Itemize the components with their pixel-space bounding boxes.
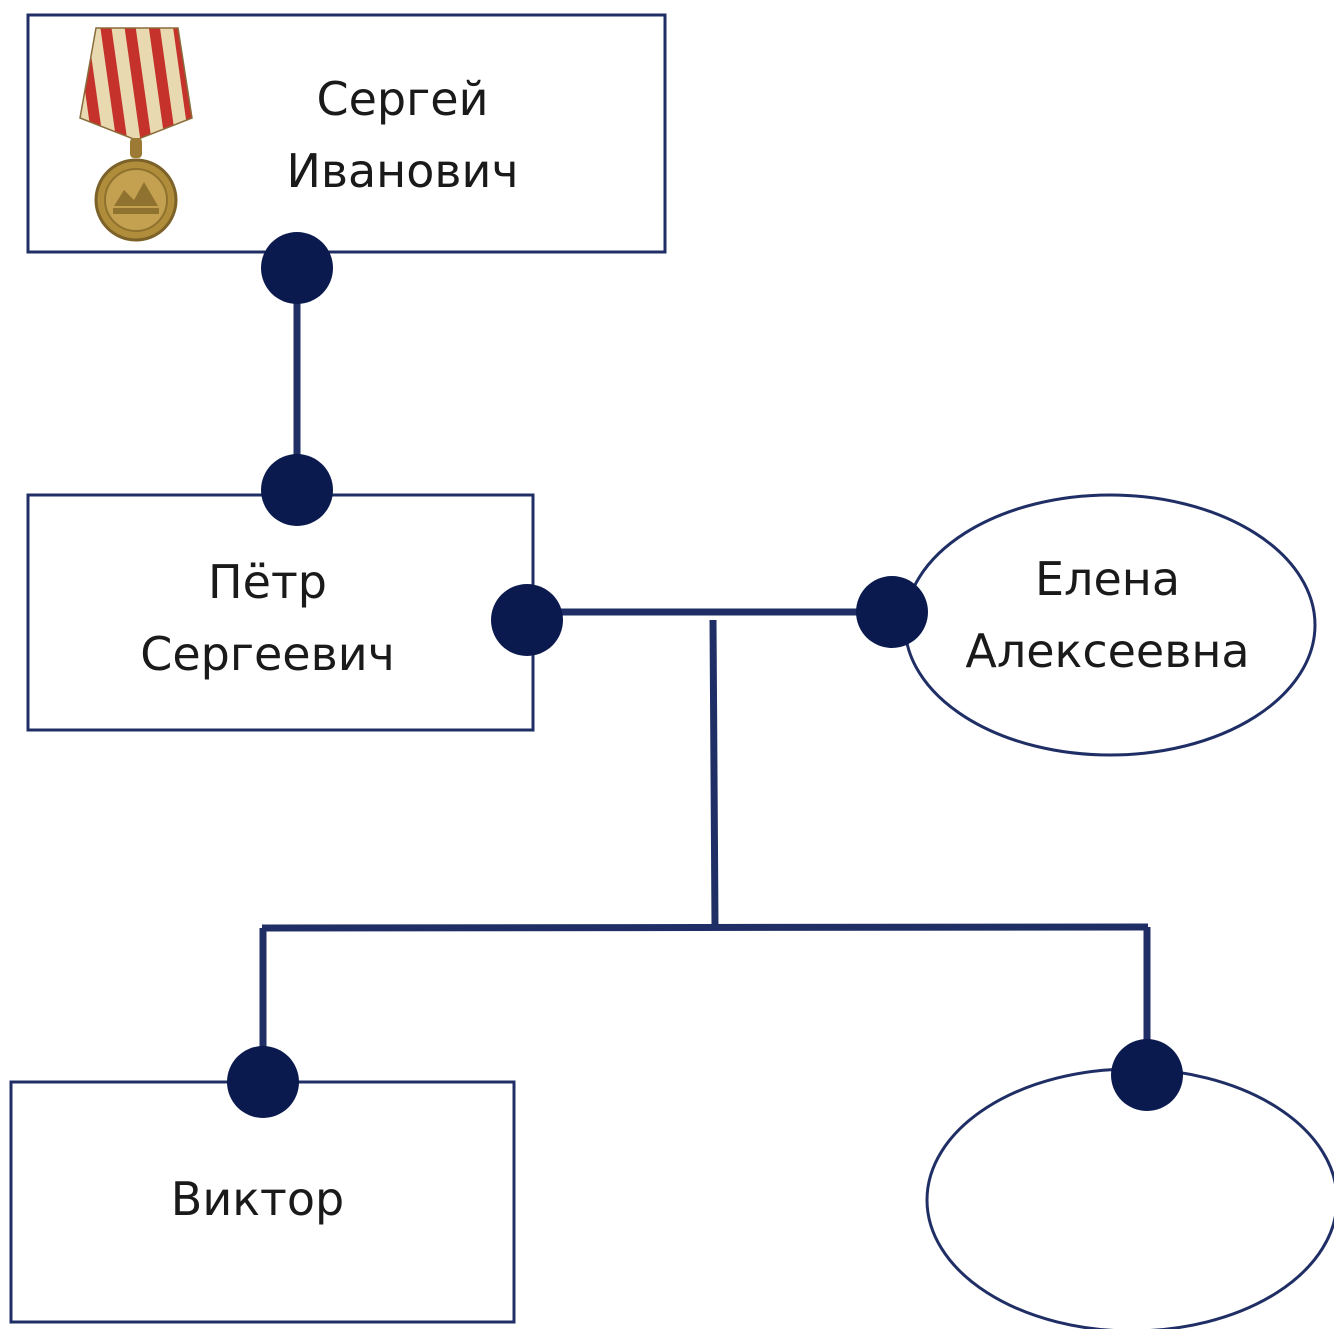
father-name: Пётр Сергеевич: [140, 555, 395, 681]
line-marriage-to-children: [709, 619, 719, 926]
grandfather-box: [26, 13, 667, 254]
dot-unknown-child-top: [1111, 1039, 1183, 1111]
connector-dots: [227, 232, 1183, 1118]
war-medal-icon: [79, 27, 193, 242]
dot-father-top: [261, 454, 333, 526]
dot-father-right: [491, 584, 563, 656]
dot-grandfather-bottom: [261, 232, 333, 304]
connector-lines: [259, 268, 1151, 1083]
grandfather-name: Сергей Иванович: [286, 72, 519, 198]
mother-name: Елена Алексеевна: [965, 552, 1250, 678]
dot-mother-left: [856, 576, 928, 648]
unknown-child-ellipse: [925, 1067, 1334, 1329]
dot-son-top: [227, 1046, 299, 1118]
line-children-bar: [261, 923, 1149, 932]
son-name: Виктор: [170, 1172, 345, 1226]
